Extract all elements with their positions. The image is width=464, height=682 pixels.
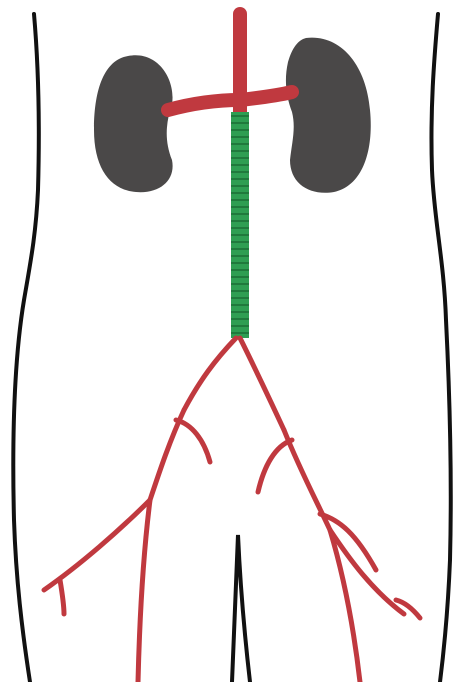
- body-outline-right: [431, 14, 450, 682]
- left-common-iliac: [184, 338, 236, 410]
- left-internal-iliac-branch: [176, 420, 210, 462]
- crotch-line: [232, 535, 250, 682]
- left-femoral-small-branch: [60, 580, 64, 614]
- right-common-iliac: [240, 338, 284, 430]
- body-outline-left: [13, 14, 38, 682]
- left-femoral-lateral: [44, 500, 150, 590]
- right-kidney: [286, 38, 371, 193]
- highlighted-aortic-segment: [231, 112, 249, 338]
- left-external-iliac: [150, 410, 184, 500]
- right-internal-iliac-branch: [258, 440, 292, 492]
- renal-arteries: [168, 92, 292, 110]
- left-femoral-medial: [138, 500, 150, 682]
- iliac-arteries: [44, 338, 420, 682]
- renal-artery-left: [168, 100, 240, 110]
- renal-artery-right: [240, 92, 292, 100]
- left-kidney: [94, 55, 173, 192]
